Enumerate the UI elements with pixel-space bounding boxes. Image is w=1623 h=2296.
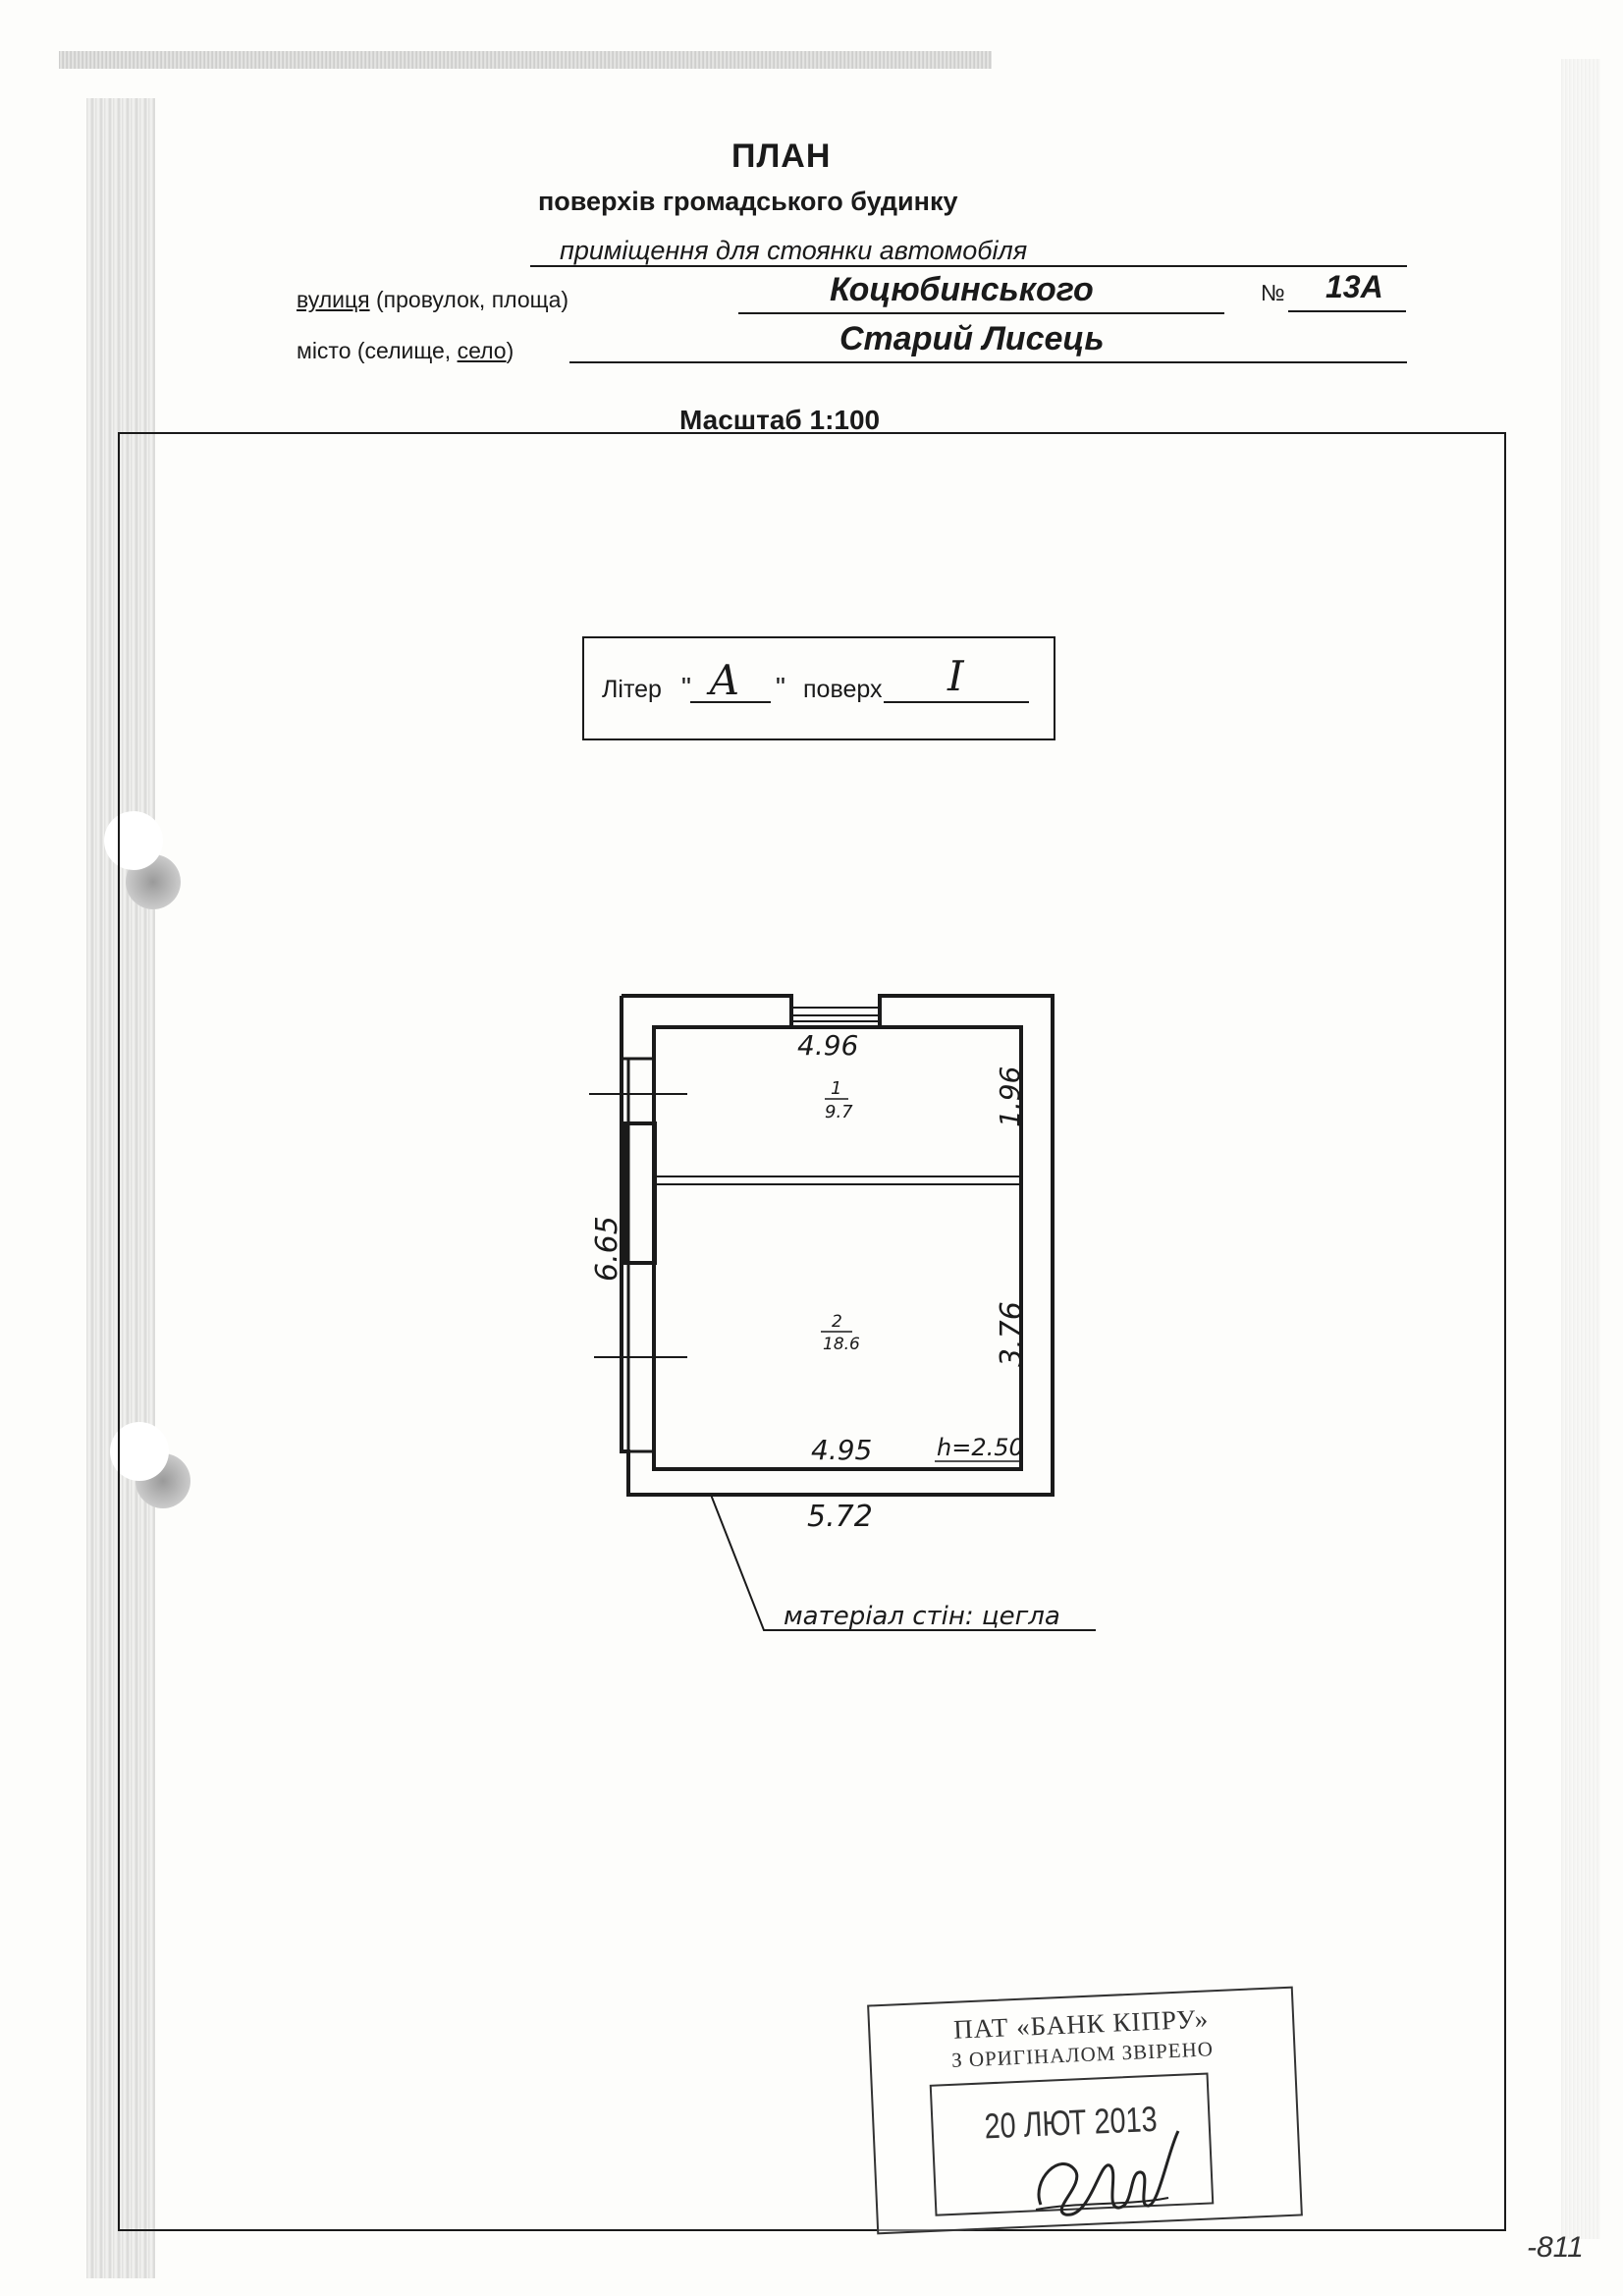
scale-label: Масштаб 1:100 [679, 405, 881, 435]
room-1-area: 9.7 [825, 1102, 853, 1122]
leader-line [710, 1494, 1096, 1631]
dimension-labels: 4.96 1 9.7 1.96 2 18.6 3.76 6.65 4.95 h=… [590, 1029, 1060, 1631]
floor-underline [884, 701, 1029, 703]
wall-material-label: матеріал стін: цегла [784, 1602, 1060, 1631]
outer-wall-outline [620, 994, 1055, 1497]
room-2-number: 2 [832, 1312, 842, 1332]
liter-label: Літер [602, 676, 662, 703]
city-value: Старий Лисець [839, 320, 1105, 357]
scan-artifact-top [59, 51, 992, 69]
dim-height: h=2.50 [937, 1434, 1024, 1461]
fraction-bars [821, 1098, 1021, 1462]
liter-underline [690, 701, 771, 703]
dim-room2-depth: 3.76 [995, 1301, 1029, 1367]
street-underline [738, 312, 1224, 314]
dimension-ticks [589, 1093, 687, 1358]
liter-value: А [709, 656, 740, 704]
dim-outer-length: 6.65 [590, 1216, 624, 1282]
left-wall-segments [622, 1027, 656, 1469]
liter-floor-box [582, 636, 1055, 740]
number-label: № [1261, 280, 1285, 305]
partition-wall [654, 1175, 1021, 1185]
dim-room1-depth: 1.96 [994, 1066, 1026, 1127]
scan-artifact-right [1561, 59, 1600, 2239]
margin-note: -811 [1527, 2231, 1584, 2264]
scan-artifact-left [86, 98, 155, 2278]
liter-close-quote: " [776, 672, 785, 702]
document-subtitle: поверхів громадського будинку [538, 187, 958, 216]
purpose-underline [530, 265, 1407, 267]
city-label: місто (селище, село) [297, 338, 514, 363]
document-title: ПЛАН [731, 137, 832, 175]
floor-label: поверх [803, 676, 883, 703]
street-label: вулиця (провулок, площа) [297, 287, 569, 312]
wall-material-leader [710, 1494, 1096, 1631]
drawing-frame [118, 432, 1506, 2231]
drawing-frame-top [118, 432, 1504, 434]
city-underline [569, 361, 1407, 363]
floor-value: I [947, 652, 964, 700]
punch-hole-upper-glare [104, 811, 163, 870]
outer-walls [620, 994, 1055, 1497]
door-opening-top [793, 1007, 878, 1022]
room-2-area: 18.6 [823, 1335, 860, 1354]
street-value: Коцюбинського [830, 271, 1094, 308]
document-purpose: приміщення для стоянки автомобіля [560, 236, 1028, 265]
left-window-frame [623, 1121, 657, 1265]
liter-open-quote: " [681, 672, 691, 702]
dim-top-inner: 4.96 [797, 1029, 858, 1062]
room-1-number: 1 [831, 1078, 841, 1099]
signature-image [1035, 2130, 1180, 2216]
dim-outer-width: 5.72 [807, 1500, 873, 1534]
punch-hole-lower-glare [110, 1422, 169, 1481]
number-value: 13А [1325, 269, 1383, 304]
number-underline [1288, 310, 1406, 312]
dim-bottom-inner: 4.95 [811, 1434, 872, 1466]
